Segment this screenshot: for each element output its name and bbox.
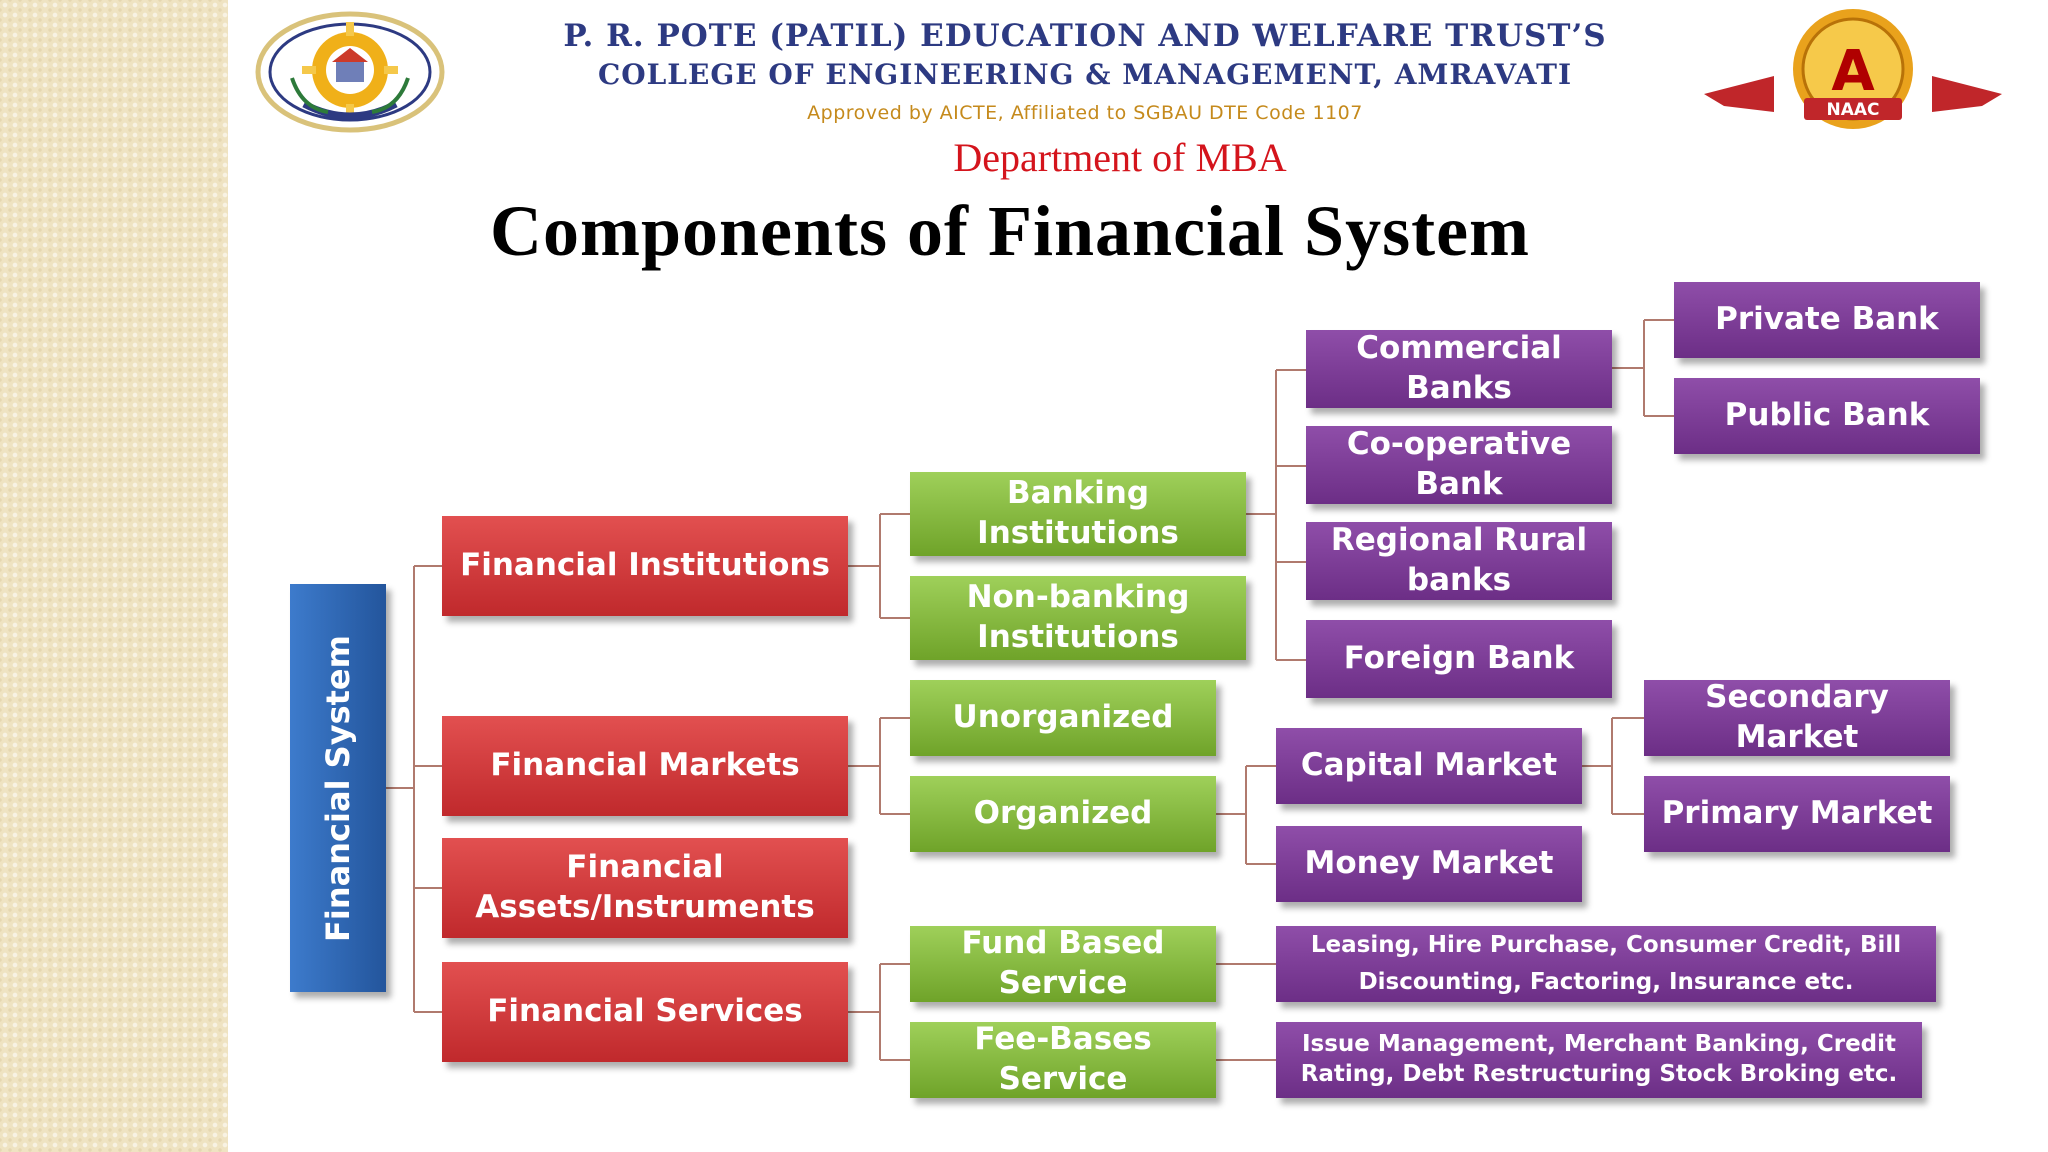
node-fee-based-examples: Issue Management, Merchant Banking, Cred… <box>1276 1022 1922 1098</box>
naac-badge-icon: A NAAC <box>1704 9 2002 129</box>
node-financial-assets: Financial Assets/Instruments <box>442 838 848 938</box>
approval-text: Approved by AICTE, Affiliated to SGBAU D… <box>807 102 1363 124</box>
node-organized: Organized <box>910 776 1216 852</box>
node-non-banking-institutions: Non-banking Institutions <box>910 576 1246 660</box>
college-logo-icon <box>255 11 445 133</box>
node-cooperative-bank: Co-operative Bank <box>1306 426 1612 504</box>
college-name: COLLEGE OF ENGINEERING & MANAGEMENT, AMR… <box>597 58 1573 91</box>
slide-title: Components of Financial System <box>489 191 1531 271</box>
node-financial-institutions: Financial Institutions <box>442 516 848 616</box>
department-name: Department of MBA <box>953 135 1287 180</box>
node-fund-based-examples: Leasing, Hire Purchase, Consumer Credit,… <box>1276 926 1936 1002</box>
node-unorganized: Unorganized <box>910 680 1216 756</box>
node-financial-markets: Financial Markets <box>442 716 848 816</box>
naac-label: NAAC <box>1826 100 1879 120</box>
node-capital-market: Capital Market <box>1276 728 1582 804</box>
node-private-bank: Private Bank <box>1674 282 1980 358</box>
node-commercial-banks: Commercial Banks <box>1306 330 1612 408</box>
node-money-market: Money Market <box>1276 826 1582 902</box>
node-financial-system-label: Financial System <box>318 634 357 942</box>
node-financial-system: Financial System <box>290 584 386 992</box>
node-fee-based-service: Fee-Bases Service <box>910 1021 1216 1098</box>
node-regional-rural-banks: Regional Rural banks <box>1306 522 1612 600</box>
naac-grade: A <box>1831 39 1875 104</box>
node-financial-services: Financial Services <box>442 962 848 1062</box>
node-foreign-bank: Foreign Bank <box>1306 620 1612 698</box>
node-public-bank: Public Bank <box>1674 378 1980 454</box>
node-fund-based-service: Fund Based Service <box>910 925 1216 1002</box>
node-banking-institutions: Banking Institutions <box>910 472 1246 556</box>
decorative-side-strip <box>0 0 228 1152</box>
node-secondary-market: Secondary Market <box>1644 679 1950 756</box>
trust-name: P. R. POTE (PATIL) EDUCATION AND WELFARE… <box>563 18 1607 54</box>
node-primary-market: Primary Market <box>1644 776 1950 852</box>
